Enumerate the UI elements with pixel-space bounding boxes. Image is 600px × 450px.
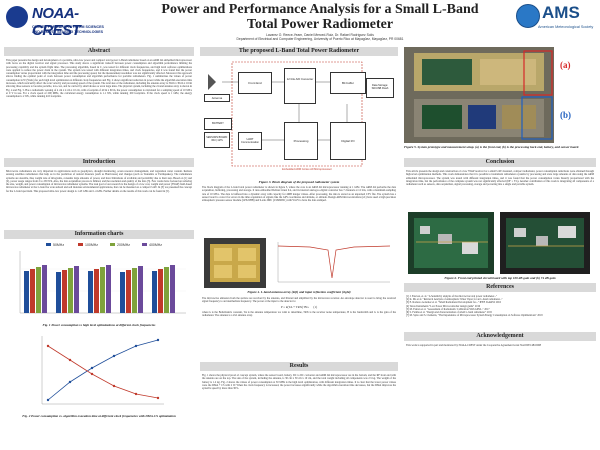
reference-item: [6] S. Fatima et al. "Design and charact… (406, 311, 492, 315)
antenna-array-photo (204, 238, 266, 288)
figure-2-caption: Fig. 2 Power consumption vs. algorithm e… (22, 414, 176, 418)
label-a: (a) (560, 60, 571, 70)
fpga-label: Embedded ARM Cortex-A9 Microprocessor (282, 168, 332, 171)
figure-4-caption: Figure 4. L-band antenna array (left) an… (247, 290, 351, 294)
system-description-text: The block diagram of the L-band total po… (202, 186, 396, 203)
reflection-coefficient-chart (270, 238, 394, 288)
acknowledgement-heading: Acknowledgement (404, 332, 596, 341)
noaa-crest-logo: NOAA-CREST CENTER FOR EARTH SYSTEM SCIEN… (4, 3, 124, 39)
noaa-crest-subtitle-2: AND REMOTE SENSING TECHNOLOGIES (32, 30, 104, 34)
power-line (47, 339, 159, 401)
author-names: Lavarez O. Reece-Yearn, Daniel Merced-Ru… (266, 33, 374, 37)
poster-title: Power and Performance Analysis for a Sma… (130, 2, 510, 32)
noaa-emblem-icon (6, 6, 28, 28)
antenna-icon (208, 74, 216, 90)
title-line-2: Total Power Radiometer (246, 17, 394, 32)
reference-item: [2] K. Ma et al. "Retrieval Analysis of … (406, 298, 503, 302)
reference-item: [3] E. Romero-Gonzalez et al. "Small Rad… (406, 301, 501, 305)
label-b: (b) (560, 110, 571, 120)
ams-subtitle: American Meteorological Society (538, 25, 594, 29)
acknowledgement-text: This work is supported in part and monit… (406, 344, 541, 347)
uart-block: UART Communication (238, 132, 262, 150)
reference-item: [1] J. Estevez, et. al. "A Sensitivity a… (406, 295, 498, 298)
radiometer-equation-text: The microwave emission from the surface … (202, 297, 396, 318)
legend-100mhz: 100MHz (85, 243, 98, 247)
front-end-block: Front End (238, 72, 272, 94)
data-storage-block: Data Storage: SD/USB Flash (366, 78, 394, 98)
conclusion-heading: Conclusion (404, 158, 596, 167)
legend-400mhz: 400MHz (149, 243, 162, 247)
globe-icon (516, 4, 540, 28)
noaa-crest-subtitle-1: CENTER FOR EARTH SYSTEM SCIENCES (32, 25, 104, 29)
references-list: [1] J. Estevez, et. al. "A Sensitivity a… (406, 295, 594, 317)
figure-5-caption: Figure 5. System prototype and measureme… (404, 145, 580, 149)
title-line-1: Power and Performance Analysis for a Sma… (161, 2, 479, 17)
reference-item: [5] M. Fenton et al. "Assessment of Radi… (406, 307, 490, 311)
system-prototype-photo (404, 47, 554, 143)
time-line (47, 345, 159, 399)
block-diagram-arrows (208, 61, 363, 167)
legend-200mhz: 200MHz (117, 243, 130, 247)
execution-time-chart (30, 330, 170, 412)
adc-block: 12 bits A/D Converter (284, 68, 316, 104)
results-text: Fig. 1 shows the physical proof of conce… (202, 374, 396, 391)
sensors-board-block: SENSORS BOARD: IMU | GPS (204, 132, 230, 148)
digital-io-block: Digital I/O (330, 122, 366, 160)
introduction-heading: Introduction (4, 158, 194, 167)
reference-item: [7] M. Spiro and S. Clements, "The Depen… (406, 314, 543, 318)
processing-block: Processing (284, 122, 318, 160)
abstract-text: This paper presents the design and devel… (6, 59, 192, 99)
figure-3-caption: Figure 3. Block diagram of the proposed … (258, 180, 340, 184)
poster-header: NOAA-CREST CENTER FOR EARTH SYSTEM SCIEN… (0, 0, 600, 41)
antenna-block: Antenna (204, 94, 230, 102)
chart-legend: 50MHz 100MHz 200MHz 400MHz (46, 243, 162, 247)
ams-wordmark: AMS (542, 3, 580, 22)
block-diagram: Antenna Front End 12 bits A/D Converter … (202, 60, 396, 180)
reference-item: [4] Texas Instruments "Low Power Microco… (406, 304, 481, 308)
author-block: Lavarez O. Reece-Yearn, Daniel Merced-Ru… (130, 33, 510, 41)
front-end-pcb-photo-a (408, 212, 494, 274)
conclusion-text: This article presents the design and con… (406, 170, 594, 187)
information-charts-heading: Information charts (4, 230, 194, 239)
ams-logo: AMS American Meteorological Society (516, 3, 596, 36)
front-end-pcb-photo-b (500, 212, 590, 274)
battery-block: BATTERY (204, 118, 232, 130)
figure-6-caption: Figure 6. Front end printed circuit boar… (444, 276, 556, 280)
legend-50mhz: 50MHz (53, 243, 64, 247)
chart-bars (24, 265, 175, 313)
figure-1-caption: Fig. 1 Power consumption vs high level o… (42, 323, 156, 327)
affiliation: Department of Electrical and Computer En… (236, 37, 404, 41)
results-heading: Results (200, 362, 398, 371)
power-optimization-chart: 50MHz 100MHz 200MHz 400MHz (6, 241, 192, 321)
abstract-heading: Abstract (4, 47, 194, 56)
noaa-crest-wordmark: NOAA-CREST (32, 5, 81, 39)
bit-buffer-block: Bit buffer (330, 72, 366, 94)
introduction-text: Microwave radiometers are very important… (6, 170, 192, 193)
references-heading: References (404, 283, 596, 292)
proposed-radiometer-heading: The proposed L-Band Total Power Radiomet… (200, 47, 398, 56)
s11-trace (277, 245, 391, 279)
